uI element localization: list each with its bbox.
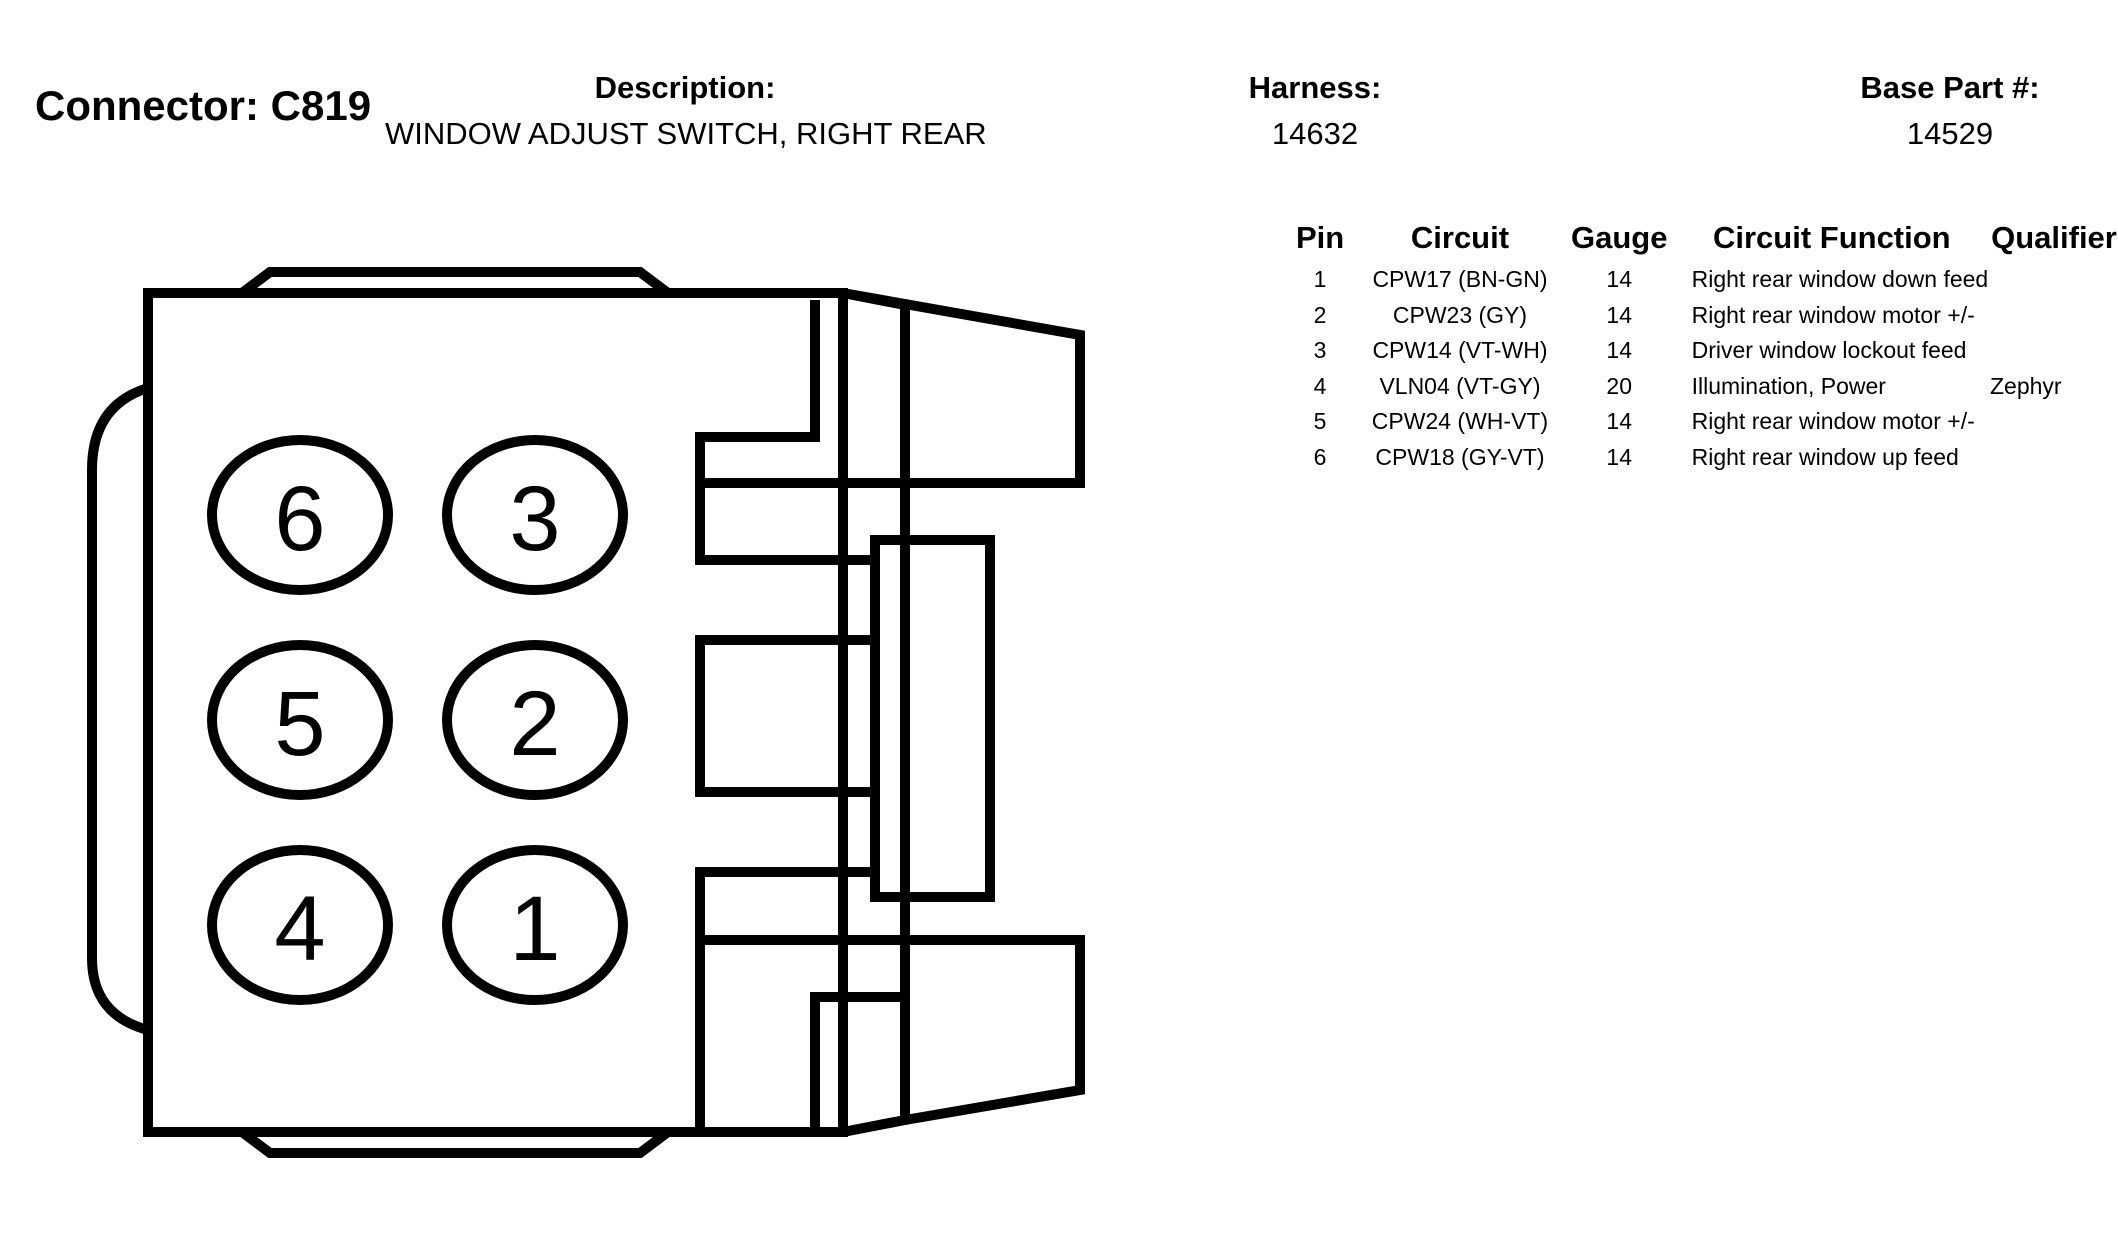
top-lip [239, 267, 671, 297]
connector-body [143, 288, 848, 1137]
pin-cavity-5 [207, 640, 393, 800]
right-keyway [695, 288, 1085, 1137]
base-part-label: Base Part #: [1860, 70, 2040, 105]
cell-qualifier: Zephyr [1989, 372, 2062, 399]
table-row: 1 CPW17 (BN-GN) 14 Right rear window dow… [1285, 262, 2118, 298]
cell-circuit-function: Right rear window motor +/- [1691, 408, 1975, 435]
cell-qualifier [1990, 440, 2118, 476]
cell-circuit: CPW17 (BN-GN) [1372, 266, 1548, 293]
harness-value: 14632 [1271, 116, 1359, 151]
header-circuit: Circuit [1410, 220, 1510, 255]
connector-face-diagram: 6 3 5 2 4 1 [87, 267, 1085, 1158]
cell-qualifier [1990, 404, 2118, 440]
base-part-block: Base Part #: 14529 [1820, 70, 2080, 152]
cell-circuit: CPW18 (GY-VT) [1375, 443, 1545, 470]
harness-label: Harness: [1248, 70, 1382, 105]
header-pin: Pin [1295, 220, 1345, 255]
bottom-lip [239, 1128, 671, 1158]
cell-circuit-function: Right rear window motor +/- [1691, 301, 1975, 328]
header-qualifier: Qualifier [1991, 220, 2117, 255]
description-block: Description: WINDOW ADJUST SWITCH, RIGHT… [385, 70, 987, 152]
pin-label-6: 6 [274, 468, 325, 570]
cell-circuit: CPW23 (GY) [1392, 301, 1528, 328]
table-row: 3 CPW14 (VT-WH) 14 Driver window lockout… [1285, 333, 2118, 369]
table-row: 4 VLN04 (VT-GY) 20 Illumination, Power Z… [1285, 369, 2118, 405]
cell-gauge: 14 [1606, 337, 1632, 364]
left-latch [87, 383, 150, 1035]
pin-label-2: 2 [509, 673, 560, 775]
table-row: 6 CPW18 (GY-VT) 14 Right rear window up … [1285, 440, 2118, 476]
cell-qualifier [1990, 262, 2118, 298]
cell-pin: 2 [1313, 301, 1327, 328]
cell-qualifier [1990, 298, 2118, 334]
description-value: WINDOW ADJUST SWITCH, RIGHT REAR [385, 116, 987, 151]
pin-cavity-1 [442, 845, 628, 1005]
cell-gauge: 20 [1606, 372, 1632, 399]
cell-gauge: 14 [1606, 301, 1632, 328]
cell-circuit-function: Driver window lockout feed [1691, 337, 1967, 364]
base-part-value: 14529 [1906, 116, 1994, 151]
description-label: Description: [594, 70, 776, 105]
cell-qualifier [1990, 333, 2118, 369]
header-circuit-function: Circuit Function [1712, 220, 1951, 255]
table-row: 5 CPW24 (WH-VT) 14 Right rear window mot… [1285, 404, 2118, 440]
cell-pin: 3 [1313, 337, 1327, 364]
header-gauge: Gauge [1570, 220, 1668, 255]
pin-label-5: 5 [274, 673, 325, 775]
table-row: 2 CPW23 (GY) 14 Right rear window motor … [1285, 298, 2118, 334]
pin-cavity-4 [207, 845, 393, 1005]
pin-cavity-3 [442, 435, 628, 595]
cell-pin: 1 [1313, 266, 1327, 293]
harness-block: Harness: 14632 [1195, 70, 1435, 152]
cell-circuit-function: Illumination, Power [1691, 372, 1886, 399]
cell-pin: 5 [1313, 408, 1327, 435]
cell-gauge: 14 [1606, 266, 1632, 293]
connector-title: Connector: C819 [35, 82, 372, 129]
cell-gauge: 14 [1606, 443, 1632, 470]
cell-gauge: 14 [1606, 408, 1632, 435]
cell-circuit: VLN04 (VT-GY) [1379, 372, 1541, 399]
pin-label-4: 4 [274, 878, 325, 980]
cell-circuit-function: Right rear window up feed [1691, 443, 1959, 470]
cell-circuit-function: Right rear window down feed [1691, 266, 1989, 293]
cell-circuit: CPW14 (VT-WH) [1372, 337, 1548, 364]
cell-pin: 4 [1313, 372, 1327, 399]
cell-pin: 6 [1313, 443, 1327, 470]
pin-table-header: Pin Circuit Gauge Circuit Function Quali… [1285, 220, 2118, 262]
pin-label-1: 1 [509, 878, 560, 980]
pin-table: Pin Circuit Gauge Circuit Function Quali… [1285, 220, 2118, 475]
pin-cavity-2 [442, 640, 628, 800]
cell-circuit: CPW24 (WH-VT) [1371, 408, 1549, 435]
pin-cavity-6 [207, 435, 393, 595]
pin-label-3: 3 [509, 468, 560, 570]
